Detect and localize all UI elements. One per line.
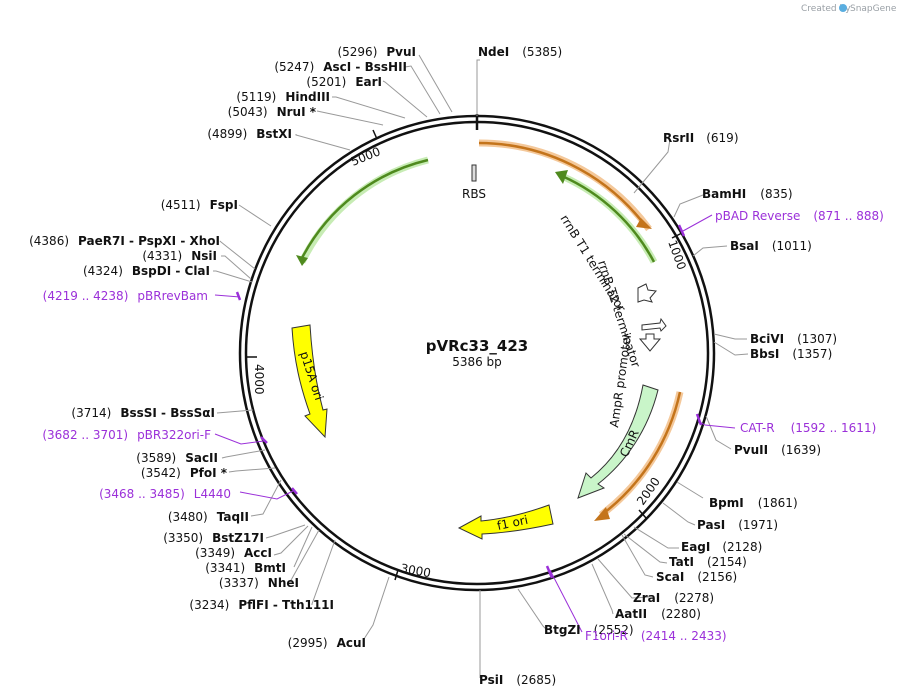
site-tati: TatI(2154) xyxy=(669,555,747,569)
primer-pbad-reverse: pBAD Reverse(871 .. 888) xyxy=(715,209,884,223)
feature-label-ampr-promoter: AmpR promoter xyxy=(607,332,634,428)
cmr-arrow xyxy=(577,384,659,499)
orange-arc-top xyxy=(478,141,645,225)
site-zrai: ZraI(2278) xyxy=(633,591,714,605)
primer-cat-r: CAT-R(1592 .. 1611) xyxy=(740,421,876,435)
feature-label-f1-ori: f1 ori xyxy=(496,513,530,533)
primer-pbr322ori-f: (3682 .. 3701)pBR322ori-F xyxy=(42,428,211,442)
plasmid-length: 5386 bp xyxy=(452,355,502,369)
plasmid-name: pVRc33_423 xyxy=(426,337,528,355)
green-arc-left-head xyxy=(296,255,308,266)
site-nsii: (4331)NsiI xyxy=(142,249,217,263)
green-arc-right xyxy=(561,174,656,263)
terminator-t2-icon xyxy=(641,317,667,332)
site-fspi: (4511)FspI xyxy=(161,198,238,212)
site-bpmi: BpmI(1861) xyxy=(709,496,798,510)
site-eagi: EagI(2128) xyxy=(681,540,762,554)
orange-arc-top-head xyxy=(636,218,652,229)
site-hindiii: (5119)HindIII xyxy=(236,90,330,104)
orange-arc-bottom-head xyxy=(594,507,610,521)
site-pflfi-tth111i: (3234)PflFI - Tth111I xyxy=(189,598,334,612)
site-pvui: (5296)PvuI xyxy=(337,45,416,59)
primer-pbrrevbam: (4219 .. 4238)pBRrevBam xyxy=(43,289,208,303)
site-bsai: BsaI(1011) xyxy=(730,239,812,253)
tick-label-5000: 5000 xyxy=(349,144,383,168)
feature-label-cmr: CmR xyxy=(617,428,642,460)
f1-ori-arrow xyxy=(457,504,554,540)
green-arc-right-head xyxy=(555,170,568,184)
p15a-ori-arrow xyxy=(291,324,328,439)
tick-label-4000: 4000 xyxy=(252,364,266,395)
orange-arc-bottom xyxy=(603,391,682,514)
site-rsrii: RsrII(619) xyxy=(663,131,739,145)
site-psii: PsiI(2685) xyxy=(479,673,556,687)
tick-2000 xyxy=(638,509,647,519)
site-leader-lines xyxy=(213,54,749,678)
primer-f1ori-r: F1ori-R(2414 .. 2433) xyxy=(585,629,727,643)
credit-brand: SnapGene xyxy=(850,4,897,14)
site-taqii: (3480)TaqII xyxy=(168,510,249,524)
site-acui: (2995)AcuI xyxy=(288,636,366,650)
primer-markers xyxy=(235,224,703,579)
tick-label-3000: 3000 xyxy=(399,561,432,580)
site-scai: ScaI(2156) xyxy=(656,570,737,584)
tick-label-1000: 1000 xyxy=(665,238,689,271)
site-btgzi: BtgZI(2552) xyxy=(544,623,634,637)
primer-l4440: (3468 .. 3485)L4440 xyxy=(99,487,231,501)
site-bstxi: (4899)BstXI xyxy=(207,127,292,141)
promoter-icon xyxy=(638,333,662,352)
site-bbsi: BbsI(1357) xyxy=(750,347,832,361)
tick-5000 xyxy=(372,129,378,140)
green-arc-left xyxy=(300,158,429,259)
site-paer7i-pspxi-xhoi: (4386)PaeR7I - PspXI - XhoI xyxy=(29,234,220,248)
site-bamhi: BamHI(835) xyxy=(702,187,793,201)
site-pasi: PasI(1971) xyxy=(697,518,778,532)
site-sacii: (3589)SacII xyxy=(136,451,218,465)
site-acci: (3349)AccI xyxy=(195,546,272,560)
site-asci-bsshii: (5247)AscI - BssHII xyxy=(274,60,407,74)
site-bcivi: BciVI(1307) xyxy=(750,332,837,346)
site-aatii: AatII(2280) xyxy=(615,607,701,621)
snapgene-logo-icon xyxy=(839,4,847,12)
site-bspdi-clai: (4324)BspDI - ClaI xyxy=(83,264,210,278)
terminator-t1-icon xyxy=(637,283,657,303)
site-bstz17i: (3350)BstZ17I xyxy=(163,531,264,545)
site-ndei: NdeI(5385) xyxy=(478,45,562,59)
tick-1000 xyxy=(671,232,683,239)
site-bsssi: (3714)BssSI - BssSαI xyxy=(71,406,215,420)
tick-3000 xyxy=(394,569,399,581)
primer-leader-lines xyxy=(214,214,736,633)
site-eari: (5201)EarI xyxy=(306,75,382,89)
site-bmti: (3341)BmtI xyxy=(205,561,286,575)
site-pfoi: (3542)PfoI * xyxy=(141,466,228,480)
site-nhei: (3337)NheI xyxy=(219,576,299,590)
site-pvuii: PvuII(1639) xyxy=(734,443,821,457)
credit-prefix: Created by xyxy=(801,4,851,14)
feature-label-rbs: RBS xyxy=(462,187,486,201)
rbs-icon xyxy=(471,164,477,182)
site-nrui: (5043)NruI * xyxy=(228,105,317,119)
